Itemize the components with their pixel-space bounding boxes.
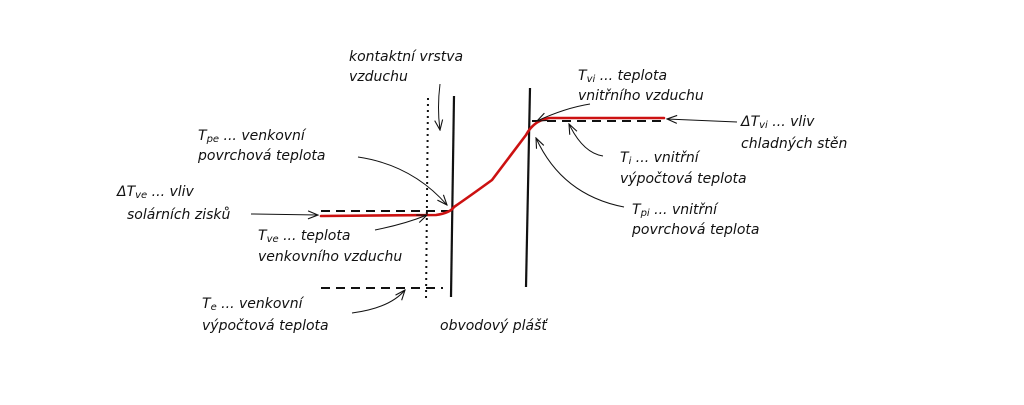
tvi-label-line1: Tvi ... teplota — [578, 68, 667, 85]
contact-layer-label-line2: vzduchu — [349, 69, 408, 85]
tpi-arrow — [536, 138, 625, 208]
tvi-label-line2: vnitřního vzduchu — [578, 88, 704, 104]
tpi-label-line1: Tpi ... vnitřní — [632, 202, 719, 219]
tvi-arrow — [537, 103, 591, 121]
tve-arrow — [374, 215, 427, 231]
outer-wall-line — [449, 95, 456, 298]
dtve-label-line1: ΔTve ... vliv — [116, 184, 195, 201]
contact-layer-label-line1: kontaktní vrstva — [349, 49, 463, 65]
tpe-label-line1: Tpe ... venkovní — [198, 128, 307, 145]
temperature-curve — [319, 116, 666, 218]
tpe-arrow — [357, 156, 447, 205]
inner-wall-line — [524, 87, 532, 288]
ti-arrow — [569, 124, 604, 157]
contact-layer-arrow — [439, 83, 441, 130]
te-label-line1: Te ... venkovní — [202, 296, 305, 313]
dtvi-label-line1: ΔTvi ... vliv — [740, 114, 815, 131]
te-label-line2: výpočtová teplota — [202, 318, 329, 334]
tpe-label-line2: povrchová teplota — [197, 148, 325, 164]
dtvi-label-line2: chladných stěn — [741, 136, 847, 152]
ti-label-line1: Ti ... vnitřní — [620, 150, 701, 167]
tpi-label-line2: povrchová teplota — [631, 222, 759, 238]
dtve-label-line2: solárních zisků — [127, 207, 231, 223]
tve-label-line1: Tve ... teplota — [258, 228, 350, 245]
dtvi-arrow — [667, 119, 738, 122]
contact-layer-dotted-line — [425, 97, 429, 301]
tve-label-line2: venkovního vzduchu — [258, 249, 402, 265]
envelope-label: obvodový plášť — [440, 318, 548, 334]
te-arrow — [351, 290, 405, 314]
dtve-arrow — [250, 214, 318, 215]
ti-label-line2: výpočtová teplota — [620, 171, 747, 187]
